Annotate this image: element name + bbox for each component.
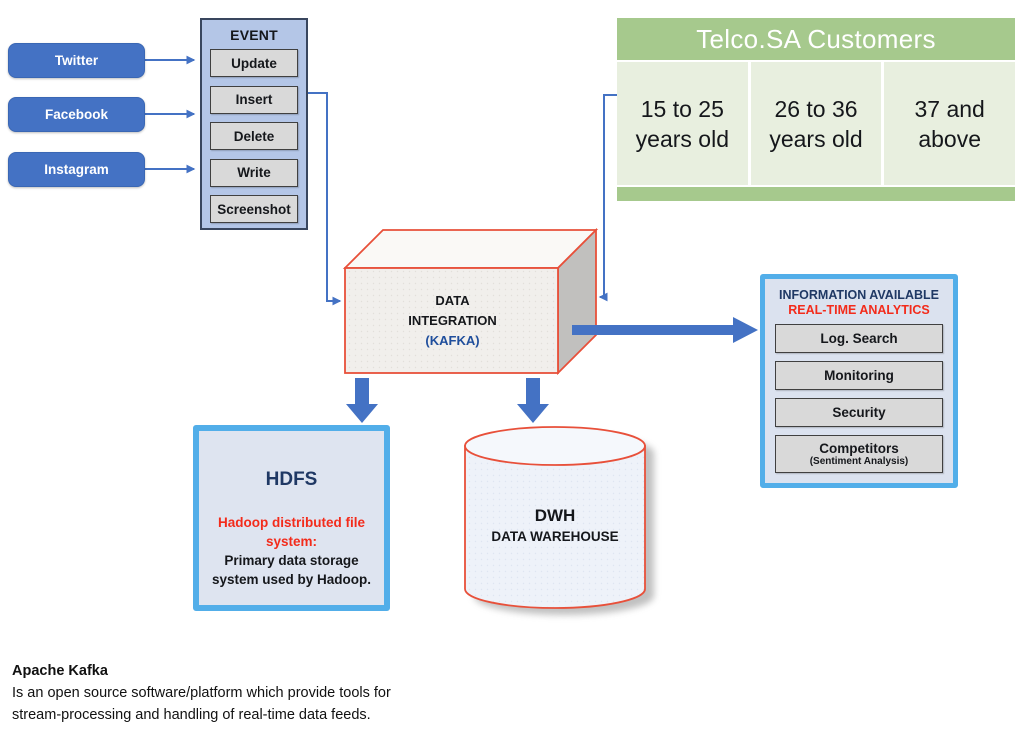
info-list: Log. Search Monitoring Security Competit… — [775, 324, 943, 473]
event-item-write[interactable]: Write — [210, 158, 298, 187]
facebook-button[interactable]: Facebook — [8, 97, 145, 132]
info-item-monitoring[interactable]: Monitoring — [775, 361, 943, 390]
facebook-label: Facebook — [44, 107, 109, 122]
hdfs-panel: HDFS Hadoop distributed file system: Pri… — [193, 425, 390, 611]
twitter-button[interactable]: Twitter — [8, 43, 145, 78]
customer-segment-15-25: 15 to 25 years old — [617, 62, 748, 185]
event-panel: EVENT Update Insert Delete Write Screens… — [200, 18, 308, 230]
event-item-screenshot[interactable]: Screenshot — [210, 195, 298, 223]
dwh-name: DATA WAREHOUSE — [491, 529, 619, 544]
hdfs-highlight-text: Hadoop distributed file system: — [218, 515, 365, 549]
customers-table-footer-bar — [617, 187, 1015, 201]
customers-table-title: Telco.SA Customers — [617, 18, 1015, 60]
kafka-to-info-arrow — [572, 317, 758, 343]
kafka-cube-top-face — [342, 229, 599, 269]
customer-segment-37-above: 37 and above — [884, 62, 1016, 185]
footnote: Apache Kafka Is an open source software/… — [12, 660, 391, 726]
kafka-to-hdfs-arrow — [346, 378, 378, 423]
footnote-line2: stream-processing and handling of real-t… — [12, 707, 371, 723]
event-list: Update Insert Delete Write Screenshot — [210, 49, 298, 223]
info-item-competitors[interactable]: Competitors (Sentiment Analysis) — [775, 435, 943, 473]
dwh-cylinder-body — [464, 445, 646, 609]
hdfs-description-text: Primary data storage system used by Hado… — [211, 553, 372, 587]
event-item-insert[interactable]: Insert — [210, 85, 298, 114]
event-to-kafka-connector — [308, 92, 342, 306]
info-panel: INFORMATION AVAILABLE REAL-TIME ANALYTIC… — [760, 274, 958, 488]
footnote-title: Apache Kafka — [12, 663, 108, 679]
kafka-box-label: DATA INTEGRATION (KAFKA) — [347, 291, 558, 351]
competitors-sublabel: (Sentiment Analysis) — [809, 456, 909, 467]
dwh-label: DWH DATA WAREHOUSE — [465, 505, 645, 547]
event-item-update[interactable]: Update — [210, 49, 298, 77]
instagram-label: Instagram — [44, 162, 109, 177]
customers-table: Telco.SA Customers 15 to 25 years old 26… — [617, 18, 1016, 201]
kafka-cube-front-face — [344, 267, 559, 374]
competitors-label: Competitors — [819, 441, 899, 456]
event-panel-title: EVENT — [230, 27, 278, 43]
customer-segment-26-36: 26 to 36 years old — [750, 62, 882, 185]
info-item-log-search[interactable]: Log. Search — [775, 324, 943, 353]
info-item-security[interactable]: Security — [775, 398, 943, 427]
info-panel-subtitle: REAL-TIME ANALYTICS — [788, 303, 930, 317]
hdfs-title: HDFS — [265, 469, 318, 490]
customers-table-body: 15 to 25 years old 26 to 36 years old 37… — [617, 62, 1016, 185]
twitter-label: Twitter — [54, 53, 99, 68]
info-panel-title: INFORMATION AVAILABLE — [779, 288, 939, 302]
kafka-label-line1: DATA — [435, 293, 470, 308]
kafka-label-line3: (KAFKA) — [425, 333, 480, 348]
dwh-cylinder-top — [464, 426, 646, 466]
instagram-button[interactable]: Instagram — [8, 152, 145, 187]
footnote-line1: Is an open source software/platform whic… — [12, 685, 391, 701]
event-item-delete[interactable]: Delete — [210, 122, 298, 150]
customers-to-kafka-connector — [598, 94, 617, 302]
kafka-label-line2: INTEGRATION — [408, 313, 497, 328]
kafka-to-dwh-arrow — [517, 378, 549, 423]
dwh-abbr: DWH — [534, 506, 576, 525]
